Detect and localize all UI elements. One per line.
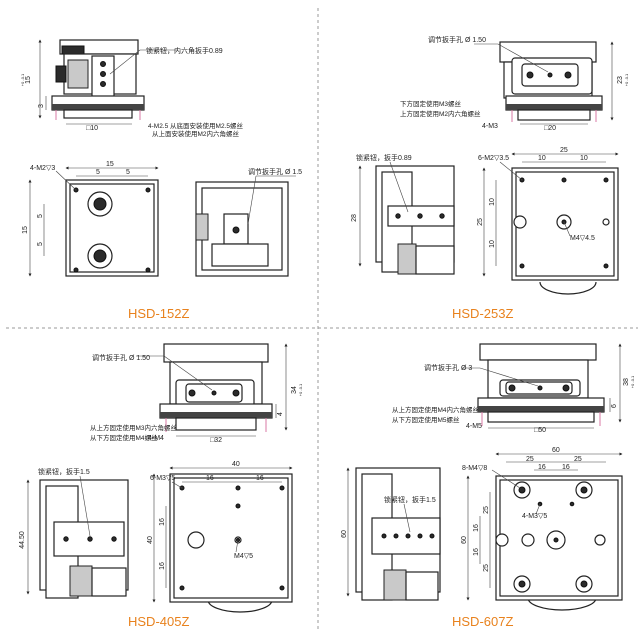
- svg-text:4-M3: 4-M3: [482, 123, 498, 130]
- svg-text:4-M4: 4-M4: [148, 435, 164, 442]
- hsd-405z-adjust-hole-note: 调节扳手孔 Ø 1.50: [92, 353, 150, 362]
- svg-text:10: 10: [580, 155, 588, 162]
- svg-text:60: 60: [552, 447, 560, 454]
- hsd-152z-side-view: 调节扳手孔 Ø 1.5: [195, 167, 302, 277]
- svg-text:6: 6: [611, 404, 618, 408]
- hsd-152z-front-view: 15 +0 -0.1 3 锁紧钮，内六角扳手0.89 □10 4-M2.5 从底…: [20, 39, 243, 138]
- hsd-405z-tap-note: 6-M3▽5: [150, 475, 175, 482]
- svg-text:5: 5: [37, 214, 44, 218]
- svg-text:+0 -0.1: +0 -0.1: [630, 375, 635, 388]
- hsd-607z-top-view: 60 25 25 16 16 8-M4▽8 25 25 16 16 60 4-M…: [461, 447, 623, 611]
- svg-text:10: 10: [538, 155, 546, 162]
- svg-text:28: 28: [351, 214, 358, 222]
- hsd-405z-quadrant: 调节扳手孔 Ø 1.50 34 +0 -0.1 4 从上方固定使用M3内六角螺丝…: [19, 343, 303, 629]
- svg-text:+0 -0.1: +0 -0.1: [298, 383, 303, 396]
- hsd-405z-side-view: 44.50 锁紧钮，扳手1.5: [19, 467, 129, 599]
- svg-text:16: 16: [538, 464, 546, 471]
- svg-text:25: 25: [477, 218, 484, 226]
- hsd-405z-front-view: 调节扳手孔 Ø 1.50 34 +0 -0.1 4 从上方固定使用M3内六角螺丝…: [90, 343, 303, 444]
- hsd-607z-front-view: 调节扳手孔 Ø 3 38 +0 -0.1 6 从上方固定使用M4内六角螺丝 从下…: [392, 343, 635, 434]
- hsd-152z-tap-note: 4-M2▽3: [30, 165, 55, 172]
- hsd-405z-note-2: 从下方固定使用M4螺丝: [90, 433, 158, 442]
- svg-text:15: 15: [22, 226, 29, 234]
- hsd-152z-bottom-note-1: 4-M2.5 从底面安装使用M2.5螺丝: [148, 121, 243, 130]
- hsd-253z-side-view: 28 锁紧钮，扳手0.89: [351, 153, 455, 275]
- hsd-253z-front-view: 调节扳手孔 Ø 1.50 23 +0 -0.1 下方固定使用M3螺丝 上方固定使…: [400, 35, 629, 132]
- hsd-607z-note-1: 从上方固定使用M4内六角螺丝: [392, 405, 480, 414]
- hsd-253z-top-view: 25 10 10 6-M2▽3.5 10 10 25 M4▽4.5: [477, 147, 619, 295]
- hsd-607z-note-2: 从下方固定使用M5螺丝: [392, 415, 460, 424]
- hsd-405z-note-1: 从上方固定使用M3内六角螺丝: [90, 423, 178, 432]
- svg-text:16: 16: [206, 475, 214, 482]
- hsd-253z-lock-note: 锁紧钮，扳手0.89: [356, 153, 412, 162]
- hsd-253z-adjust-hole-note: 调节扳手孔 Ø 1.50: [428, 35, 486, 44]
- hsd-152z-height-dim: 15: [25, 76, 32, 84]
- hsd-405z-width-dim: □32: [210, 437, 222, 444]
- svg-text:40: 40: [147, 536, 154, 544]
- svg-text:16: 16: [473, 548, 480, 556]
- svg-text:+0 -0.1: +0 -0.1: [20, 73, 25, 86]
- hsd-152z-width-dim: □10: [86, 125, 98, 132]
- svg-text:10: 10: [489, 198, 496, 206]
- svg-text:44.50: 44.50: [19, 531, 26, 549]
- svg-text:16: 16: [473, 524, 480, 532]
- hsd-152z-adjust-hole-note: 调节扳手孔 Ø 1.5: [248, 167, 302, 176]
- svg-text:4: 4: [277, 412, 284, 416]
- model-label-hsd-152z: HSD-152Z: [128, 306, 189, 321]
- hsd-253z-height-dim: 23: [617, 76, 624, 84]
- svg-text:16: 16: [256, 475, 264, 482]
- svg-text:16: 16: [562, 464, 570, 471]
- hsd-152z-top-view: 15 5 5 4-M2▽3 5 5 15: [22, 161, 159, 277]
- hsd-405z-top-view: 40 16 16 6-M3▽5 16 16 40 M4▽5: [147, 461, 293, 613]
- svg-text:60: 60: [461, 536, 468, 544]
- svg-text:25: 25: [526, 456, 534, 463]
- hsd-152z-quadrant: 15 +0 -0.1 3 锁紧钮，内六角扳手0.89 □10 4-M2.5 从底…: [20, 39, 302, 321]
- hsd-152z-top-overall: 15: [106, 161, 114, 168]
- hsd-405z-lock-note: 锁紧钮，扳手1.5: [38, 467, 90, 476]
- hsd-607z-side-view: 60 锁紧钮，扳手1.5: [341, 467, 441, 601]
- svg-text:10: 10: [489, 240, 496, 248]
- model-label-hsd-253z: HSD-253Z: [452, 306, 513, 321]
- hsd-607z-width-dim: □50: [534, 427, 546, 434]
- svg-text:5: 5: [96, 169, 100, 176]
- hsd-152z-bottom-note-2: 从上面安装使用M2内六角螺丝: [152, 129, 240, 138]
- svg-text:16: 16: [159, 518, 166, 526]
- svg-text:+0 -0.1: +0 -0.1: [624, 73, 629, 86]
- svg-text:40: 40: [232, 461, 240, 468]
- svg-text:25: 25: [560, 147, 568, 154]
- hsd-607z-tap-note: 8-M4▽8: [462, 465, 487, 472]
- hsd-607z-adjust-hole-note: 调节扳手孔 Ø 3: [424, 363, 472, 372]
- svg-text:5: 5: [126, 169, 130, 176]
- hsd-253z-quadrant: 调节扳手孔 Ø 1.50 23 +0 -0.1 下方固定使用M3螺丝 上方固定使…: [351, 35, 629, 321]
- svg-text:5: 5: [37, 242, 44, 246]
- svg-text:60: 60: [341, 530, 348, 538]
- hsd-607z-height-dim: 38: [623, 378, 630, 386]
- svg-text:25: 25: [483, 506, 490, 514]
- hsd-253z-tap-note: 6-M2▽3.5: [478, 155, 509, 162]
- svg-text:25: 25: [574, 456, 582, 463]
- svg-text:25: 25: [483, 564, 490, 572]
- svg-text:4-M3▽5: 4-M3▽5: [522, 513, 547, 520]
- svg-text:4-M5: 4-M5: [466, 423, 482, 430]
- svg-text:16: 16: [159, 562, 166, 570]
- svg-text:3: 3: [38, 104, 45, 108]
- hsd-253z-note-2: 上方固定使用M2内六角螺丝: [400, 109, 481, 118]
- hsd-253z-width-dim: □20: [544, 125, 556, 132]
- hsd-607z-quadrant: 调节扳手孔 Ø 3 38 +0 -0.1 6 从上方固定使用M4内六角螺丝 从下…: [341, 343, 635, 629]
- model-label-hsd-607z: HSD-607Z: [452, 614, 513, 629]
- hsd-253z-note-1: 下方固定使用M3螺丝: [400, 99, 462, 108]
- hsd-405z-height-dim: 34: [291, 386, 298, 394]
- model-label-hsd-405z: HSD-405Z: [128, 614, 189, 629]
- svg-text:M4▽4.5: M4▽4.5: [570, 235, 595, 242]
- svg-text:M4▽5: M4▽5: [234, 553, 253, 560]
- hsd-607z-lock-note: 锁紧钮，扳手1.5: [384, 495, 436, 504]
- hsd-152z-lock-note: 锁紧钮，内六角扳手0.89: [146, 46, 223, 55]
